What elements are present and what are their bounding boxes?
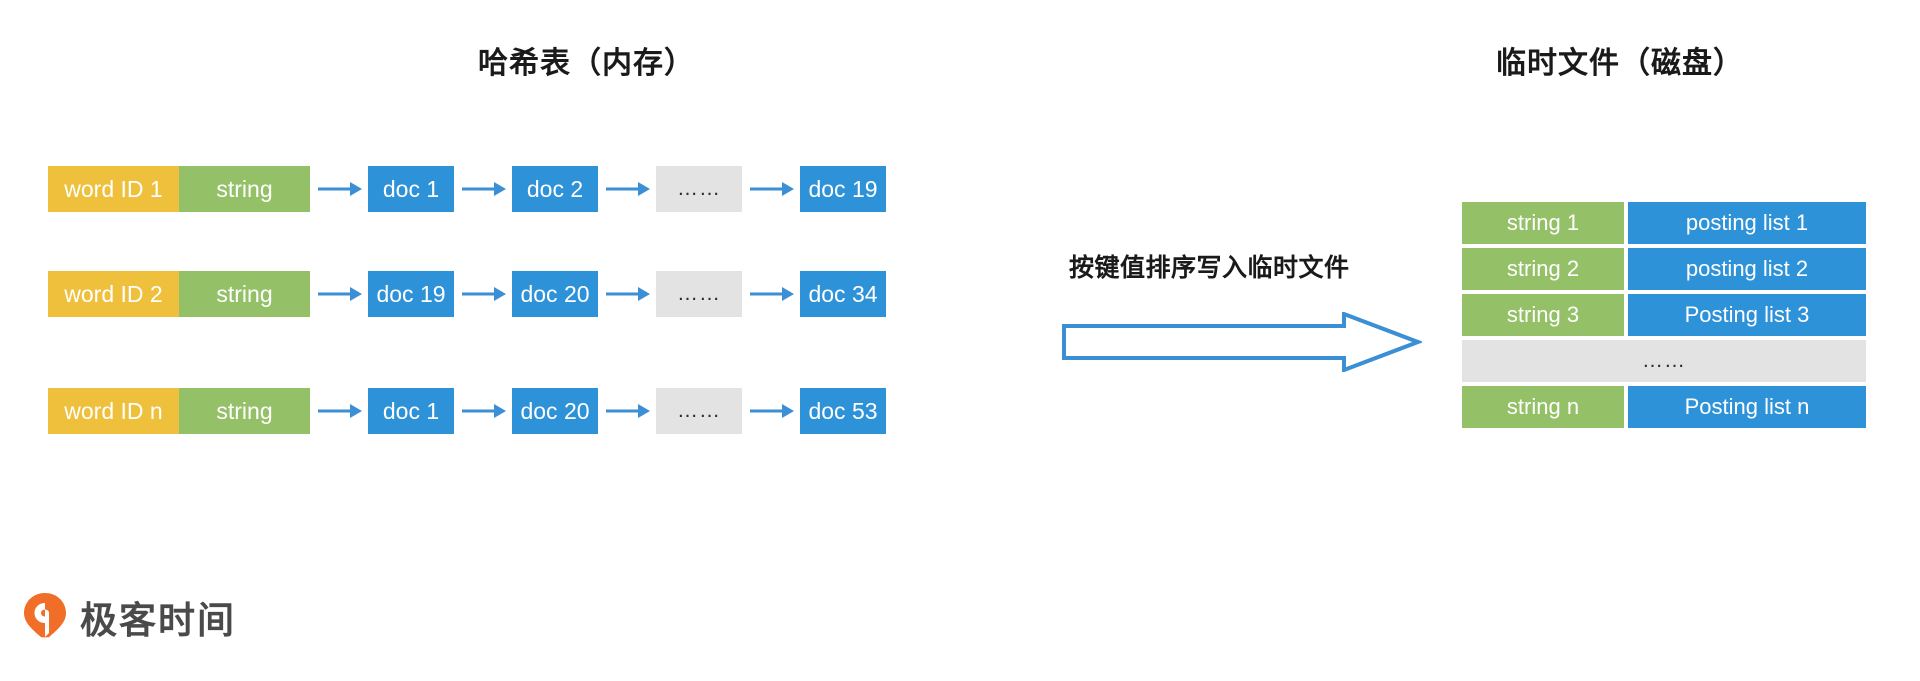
brand-logo-text: 极客时间 (80, 600, 236, 641)
link-arrow-icon (310, 271, 368, 317)
temp-key-cell: string 3 (1460, 292, 1626, 338)
table-row: string 3 Posting list 3 (1460, 292, 1868, 338)
temp-file-table: string 1 posting list 1 string 2 posting… (1460, 200, 1868, 430)
posting-doc-cell: doc 2 (512, 166, 598, 212)
temp-ellipsis-cell: …… (1460, 338, 1868, 384)
link-arrow-icon (598, 388, 656, 434)
word-id-cell: word ID n (48, 388, 179, 434)
flow-label: 按键值排序写入临时文件 (1069, 254, 1350, 282)
string-cell: string (179, 271, 310, 317)
temp-value-cell: posting list 2 (1626, 246, 1868, 292)
link-arrow-icon (742, 271, 800, 317)
brand-logo: 极客时间 (22, 590, 236, 644)
posting-doc-cell: doc 1 (368, 388, 454, 434)
string-cell: string (179, 166, 310, 212)
geek-time-pin-icon (24, 593, 66, 640)
table-row: string n Posting list n (1460, 384, 1868, 430)
table-row: string 1 posting list 1 (1460, 200, 1868, 246)
temp-value-cell: posting list 1 (1626, 200, 1868, 246)
table-row: string 2 posting list 2 (1460, 246, 1868, 292)
posting-doc-cell: doc 20 (512, 271, 598, 317)
link-arrow-icon (454, 166, 512, 212)
posting-ellipsis-cell: …… (656, 166, 742, 212)
link-arrow-icon (742, 388, 800, 434)
word-id-cell: word ID 2 (48, 271, 179, 317)
posting-doc-cell: doc 20 (512, 388, 598, 434)
hash-row: word ID n string doc 1 doc 20 …… doc 53 (48, 388, 886, 434)
temp-key-cell: string 1 (1460, 200, 1626, 246)
link-arrow-icon (598, 271, 656, 317)
posting-doc-cell: doc 19 (800, 166, 886, 212)
posting-ellipsis-cell: …… (656, 271, 742, 317)
posting-doc-cell: doc 1 (368, 166, 454, 212)
temp-key-cell: string 2 (1460, 246, 1626, 292)
temp-key-cell: string n (1460, 384, 1626, 430)
right-block-arrow-icon (1062, 312, 1422, 372)
hash-row: word ID 1 string doc 1 doc 2 …… doc 19 (48, 166, 886, 212)
table-row-ellipsis: …… (1460, 338, 1868, 384)
link-arrow-icon (454, 388, 512, 434)
posting-ellipsis-cell: …… (656, 388, 742, 434)
temp-value-cell: Posting list n (1626, 384, 1868, 430)
string-cell: string (179, 388, 310, 434)
temp-file-title: 临时文件（磁盘） (1496, 47, 1744, 80)
hash-row: word ID 2 string doc 19 doc 20 …… doc 34 (48, 271, 886, 317)
word-id-cell: word ID 1 (48, 166, 179, 212)
link-arrow-icon (310, 388, 368, 434)
posting-doc-cell: doc 34 (800, 271, 886, 317)
link-arrow-icon (742, 166, 800, 212)
link-arrow-icon (310, 166, 368, 212)
hash-table-title: 哈希表（内存） (478, 47, 695, 80)
link-arrow-icon (598, 166, 656, 212)
posting-doc-cell: doc 53 (800, 388, 886, 434)
temp-value-cell: Posting list 3 (1626, 292, 1868, 338)
posting-doc-cell: doc 19 (368, 271, 454, 317)
link-arrow-icon (454, 271, 512, 317)
